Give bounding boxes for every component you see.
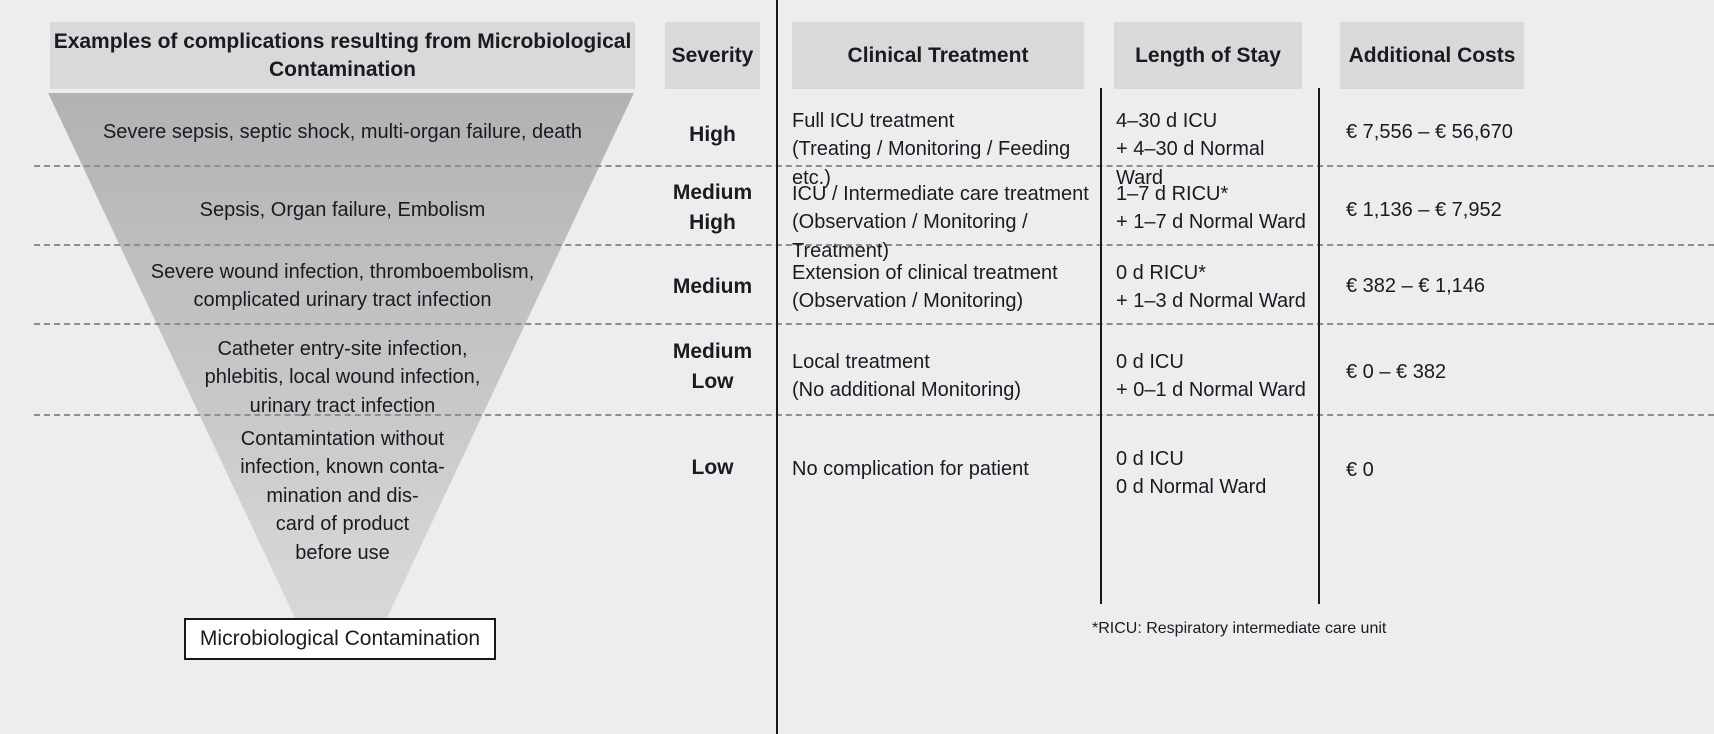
footnote-ricu: *RICU: Respiratory intermediate care uni…	[1092, 620, 1387, 637]
column-divider-severity	[776, 0, 778, 734]
cell-treatment: Full ICU treatment (Treating / Monitorin…	[792, 110, 1071, 189]
column-divider-costs	[1318, 88, 1320, 604]
cell-length-of-stay: 0 d ICU 0 d Normal Ward	[1116, 448, 1267, 499]
cell-complication: Severe wound infection, thromboembolism,…	[150, 261, 535, 312]
cell-severity: High	[689, 123, 736, 146]
header-clinical-treatment: Clinical Treatment	[792, 22, 1084, 89]
cell-additional-costs: € 0 – € 382	[1346, 361, 1447, 383]
cell-length-of-stay: 0 d ICU + 0–1 d Normal Ward	[1116, 351, 1306, 402]
cell-complication: Contamintation without infection, known …	[240, 428, 445, 564]
row-separator-3	[34, 323, 1714, 325]
cell-length-of-stay: 1–7 d RICU* + 1–7 d Normal Ward	[1116, 183, 1306, 234]
severity-funnel	[34, 93, 648, 631]
cell-severity: Medium High	[672, 181, 753, 234]
header-complications: Examples of complications resulting from…	[50, 22, 635, 89]
cell-additional-costs: € 1,136 – € 7,952	[1346, 199, 1502, 221]
cell-complication: Sepsis, Organ failure, Embolism	[199, 199, 486, 221]
cell-treatment: No complication for patient	[792, 458, 1029, 480]
cell-severity: Low	[691, 456, 734, 479]
cell-additional-costs: € 0	[1346, 459, 1374, 481]
cell-additional-costs: € 382 – € 1,146	[1346, 275, 1486, 297]
cell-treatment: Local treatment (No additional Monitorin…	[792, 351, 1022, 402]
cell-severity: Medium Low	[672, 340, 753, 393]
header-severity: Severity	[665, 22, 760, 89]
cell-additional-costs: € 7,556 – € 56,670	[1346, 121, 1513, 143]
cell-complication: Severe sepsis, septic shock, multi-organ…	[102, 121, 583, 143]
column-divider-length-of-stay	[1100, 88, 1102, 604]
cell-complication: Catheter entry-site infection, phlebitis…	[204, 338, 481, 417]
bottom-label-microbiological-contamination: Microbiological Contamination	[184, 618, 496, 660]
header-additional-costs: Additional Costs	[1340, 22, 1524, 89]
header-length-of-stay: Length of Stay	[1114, 22, 1302, 89]
row-separator-1	[34, 165, 1714, 167]
row-separator-4	[34, 414, 1714, 416]
cell-severity: Medium	[672, 275, 753, 298]
cell-treatment: Extension of clinical treatment (Observa…	[792, 262, 1058, 313]
row-separator-2	[34, 244, 1714, 246]
cell-length-of-stay: 4–30 d ICU + 4–30 d Normal Ward	[1116, 110, 1265, 189]
cell-treatment: ICU / Intermediate care treatment (Obser…	[792, 183, 1089, 262]
cell-length-of-stay: 0 d RICU* + 1–3 d Normal Ward	[1116, 262, 1306, 313]
